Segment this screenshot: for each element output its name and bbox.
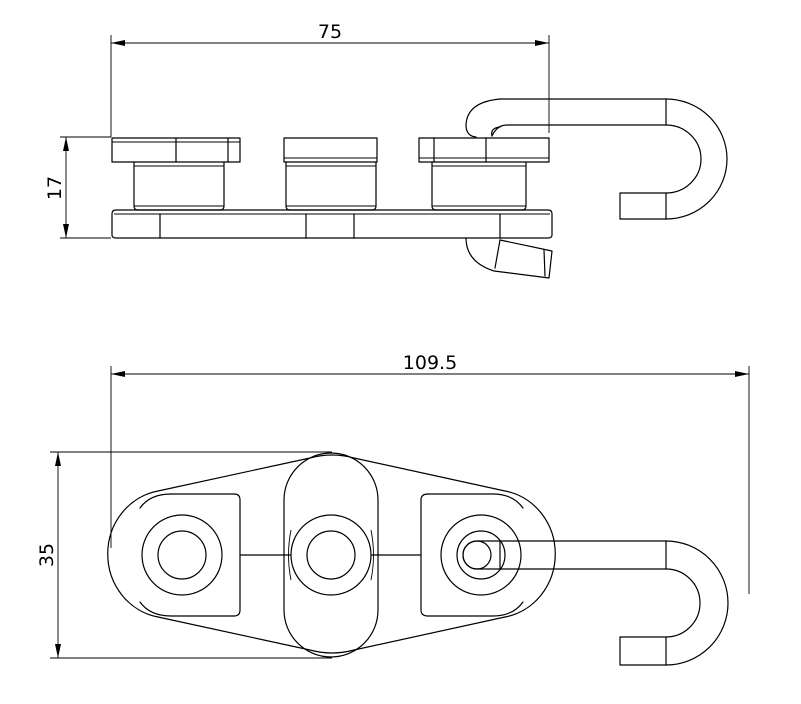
plate-outline	[107, 454, 556, 654]
hook-side	[465, 98, 728, 279]
base-plate	[111, 209, 553, 239]
dim-35: 35	[36, 451, 332, 659]
plan-view: 109.5 35	[36, 352, 750, 666]
side-view: 75 17	[44, 21, 728, 279]
left-pocket	[139, 493, 241, 617]
hook-plan	[462, 540, 729, 666]
right-stud	[418, 137, 550, 211]
right-pocket	[420, 493, 524, 617]
dim-75-label: 75	[318, 21, 342, 43]
dim-35-label: 35	[36, 543, 58, 567]
center-boss	[283, 452, 379, 658]
dim-17: 17	[44, 136, 111, 239]
dim-17-label: 17	[44, 176, 66, 200]
left-stud	[111, 137, 241, 211]
dim-109-5: 109.5	[110, 352, 750, 594]
dim-109-5-label: 109.5	[403, 352, 457, 374]
dim-75: 75	[110, 21, 550, 137]
center-stud	[283, 137, 378, 211]
